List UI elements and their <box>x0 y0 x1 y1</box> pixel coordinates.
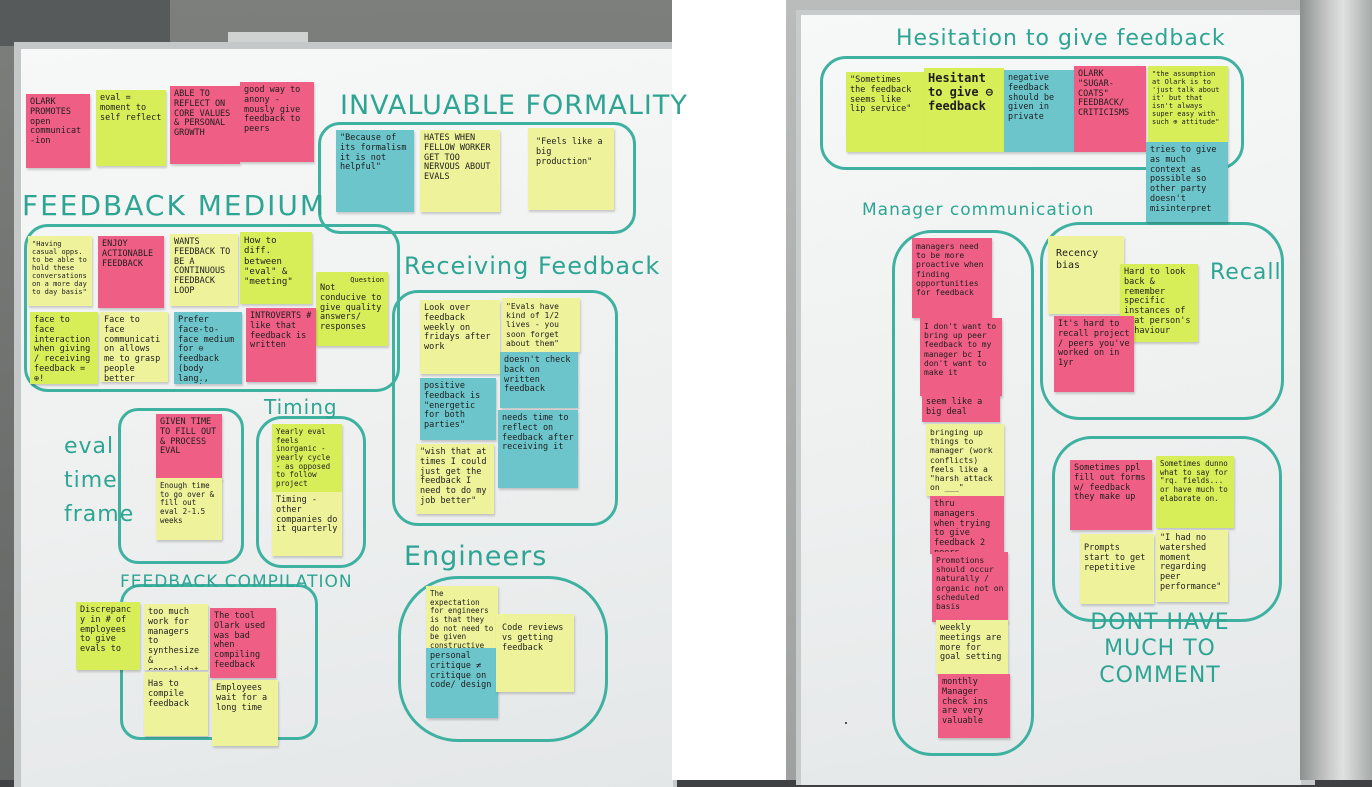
sticky-note: GIVEN TIME TO FILL OUT & PROCESS EVAL <box>156 414 222 480</box>
sticky-note: Prefer face-to-face medium for ⊖ feedbac… <box>174 312 242 384</box>
sticky-note: monthly Manager check ins are very valua… <box>938 674 1010 738</box>
sticky-note: face to face interaction when giving / r… <box>30 312 98 384</box>
heading-invaluable-formality: INVALUABLE FORMALITY <box>340 90 688 121</box>
dont-have-much-outline <box>1052 436 1282 622</box>
sticky-note: INTROVERTS # like that feedback is writt… <box>246 308 316 382</box>
sticky-note: Recency bias <box>1048 236 1124 314</box>
heading-eval-time-frame: eval time frame <box>64 434 135 528</box>
sticky-note: bringing up things to manager (work conf… <box>926 424 1004 496</box>
invaluable-formality-outline <box>318 122 636 234</box>
sticky-note: Yearly eval feels inorganic - yearly cyc… <box>272 424 342 492</box>
sticky-note: "wish that at times I could just get the… <box>416 444 494 514</box>
sticky-note: Question Not conducive to give quality a… <box>316 272 388 346</box>
sticky-note: How to diff. between "eval" & "meeting" <box>240 232 312 304</box>
sticky-note: "Because of its formalism it is not help… <box>336 130 414 212</box>
note-annotation: Question <box>350 276 384 284</box>
dot <box>845 722 847 724</box>
photo-separator <box>672 0 786 780</box>
sticky-note: The expectation for engineers is that th… <box>426 586 498 648</box>
sticky-note: "I had no watershed moment regarding pee… <box>1156 530 1228 602</box>
sticky-note: HATES WHEN FELLOW WORKER GET TOO NERVOUS… <box>420 130 500 212</box>
whiteboard-frame <box>1300 0 1372 780</box>
eval-time-frame-outline <box>118 408 244 564</box>
sticky-note: I don't want to bring up peer feedback t… <box>920 318 1002 396</box>
sticky-note: eval = moment to self reflect <box>96 90 166 166</box>
sticky-note: Has to compile feedback <box>144 672 208 736</box>
engineers-outline <box>398 576 608 742</box>
sticky-note: too much work for managers to synthesize… <box>144 604 208 670</box>
sticky-note: It's hard to recall project / peers you'… <box>1054 316 1134 392</box>
heading-hesitation: Hesitation to give feedback <box>896 26 1226 51</box>
sticky-note: negative feedback should be given in pri… <box>1004 70 1074 152</box>
timing-outline <box>256 416 366 568</box>
sticky-note: seem like a big deal <box>922 394 1000 422</box>
sticky-note: "Evals have kind of 1/2 lives - you soon… <box>502 298 580 352</box>
sticky-note: Look over feedback weekly on fridays aft… <box>420 300 500 374</box>
sticky-note: needs time to reflect on feedback after … <box>498 410 578 488</box>
sticky-note: Code reviews vs getting feedback <box>496 614 574 692</box>
hesitation-outline <box>820 56 1244 170</box>
heading-feedback-compilation: FEEDBACK COMPILATION <box>120 572 353 592</box>
sticky-note: tries to give as much context as possibl… <box>1146 142 1228 222</box>
background-cabinet <box>0 0 170 46</box>
heading-manager-communication: Manager communication <box>862 200 1095 220</box>
sticky-note: OLARK PROMOTES open communicat -ion <box>26 94 90 168</box>
heading-feedback-medium: FEEDBACK MEDIUM <box>22 189 327 222</box>
sticky-note: Enough time to go over & fill out eval 2… <box>156 478 222 540</box>
recall-outline <box>1040 222 1284 420</box>
note-text: Not conducive to give quality answers/ r… <box>320 283 382 333</box>
sticky-note: Sometimes dunno what to say for "rq. fie… <box>1156 456 1234 528</box>
sticky-note: doesn't check back on written feedback <box>500 352 578 408</box>
heading-engineers: Engineers <box>404 541 548 572</box>
sticky-note: WANTS FEEDBACK TO BE A CONTINUOUS FEEDBA… <box>170 234 238 306</box>
sticky-note: personal critique ≠ critique on code/ de… <box>426 648 498 718</box>
sticky-note: "Having casual opps. to be able to hold … <box>28 236 92 306</box>
sticky-note: managers need to be more proactive when … <box>912 238 992 318</box>
sticky-note: Discrepancy in # of employees to give ev… <box>76 602 140 670</box>
heading-dont-have-much: DONT HAVE MUCH TO COMMENT <box>1090 610 1230 688</box>
sticky-note: Prompts start to get repetitive <box>1080 534 1154 604</box>
manager-communication-outline <box>892 230 1034 756</box>
sticky-note: The tool Olark used was bad when compili… <box>210 608 276 678</box>
receiving-feedback-outline <box>392 290 618 526</box>
heading-timing: Timing <box>264 395 338 419</box>
sticky-note: "Feels like a big production" <box>528 128 614 210</box>
note-text: Enough time to go over & fill out eval 2… <box>160 481 215 525</box>
sticky-note: "Sometimes the feedback seems like lip s… <box>846 72 924 152</box>
sticky-note: Face to face communication allows me to … <box>100 312 168 382</box>
sticky-note: Hesitant to give ⊖ feedback <box>924 68 1004 152</box>
sticky-note: weekly meetings are more for goal settin… <box>936 620 1008 674</box>
sticky-note: Timing - other companies do it quarterly <box>272 492 342 556</box>
sticky-note: Sometimes ppl fill out forms w/ feedback… <box>1070 460 1152 530</box>
heading-recall: Recall <box>1210 260 1282 285</box>
sticky-note: OLARK "SUGAR-COATS" FEEDBACK/ CRITICISMS <box>1074 66 1146 152</box>
sticky-note: positive feedback is "energetic for both… <box>420 378 496 440</box>
sticky-note: ENJOY ACTIONABLE FEEDBACK <box>98 236 164 308</box>
sticky-note: "the assumption at Olark is to 'just tal… <box>1148 66 1228 142</box>
sticky-note: ABLE TO REFLECT ON CORE VALUES & PERSONA… <box>170 86 240 164</box>
heading-receiving-feedback: Receiving Feedback <box>404 252 661 280</box>
sticky-note: Promotions should occur naturally / orga… <box>932 552 1008 622</box>
sticky-note: thru managers when trying to give feedba… <box>930 496 1004 554</box>
sticky-note: good way to anony -mously give feedback … <box>240 82 314 162</box>
sticky-note: Employees wait for a long time <box>212 680 278 746</box>
